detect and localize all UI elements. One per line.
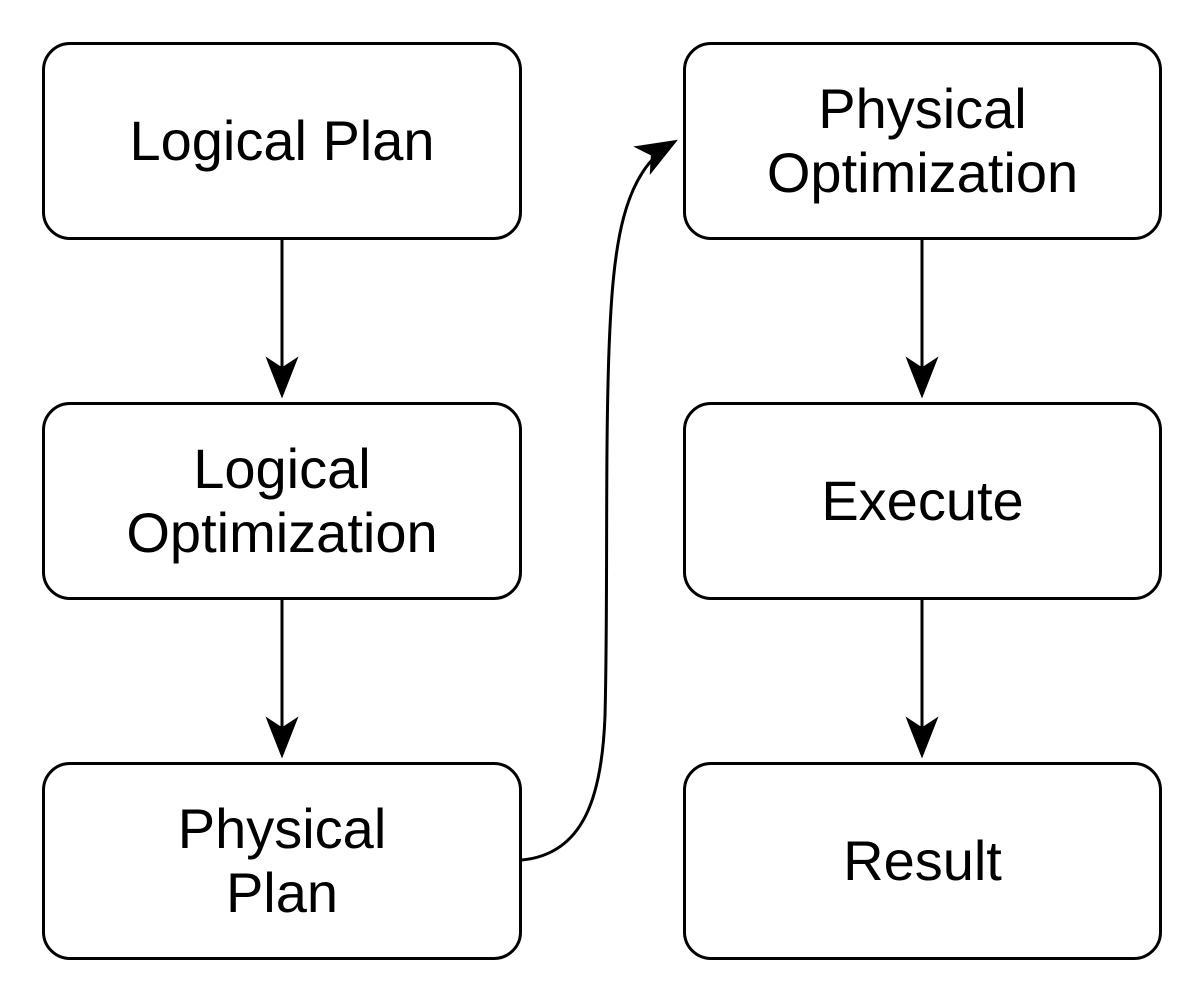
node-result-label: Result [843, 828, 1002, 892]
node-physical-optimization: Physical Optimization [683, 42, 1162, 240]
node-physical-plan: Physical Plan [42, 762, 522, 960]
node-logical-plan: Logical Plan [42, 42, 522, 240]
node-physical-plan-label: Physical Plan [177, 796, 387, 924]
edge-physical-plan-to-physical-optimization [521, 139, 678, 862]
node-logical-plan-label: Logical Plan [129, 108, 435, 172]
node-execute-label: Execute [821, 468, 1024, 532]
node-result: Result [683, 762, 1162, 960]
node-logical-optimization: Logical Optimization [42, 402, 522, 600]
node-physical-optimization-label: Physical Optimization [766, 76, 1079, 204]
node-execute: Execute [683, 402, 1162, 600]
node-logical-optimization-label: Logical Optimization [126, 436, 438, 564]
